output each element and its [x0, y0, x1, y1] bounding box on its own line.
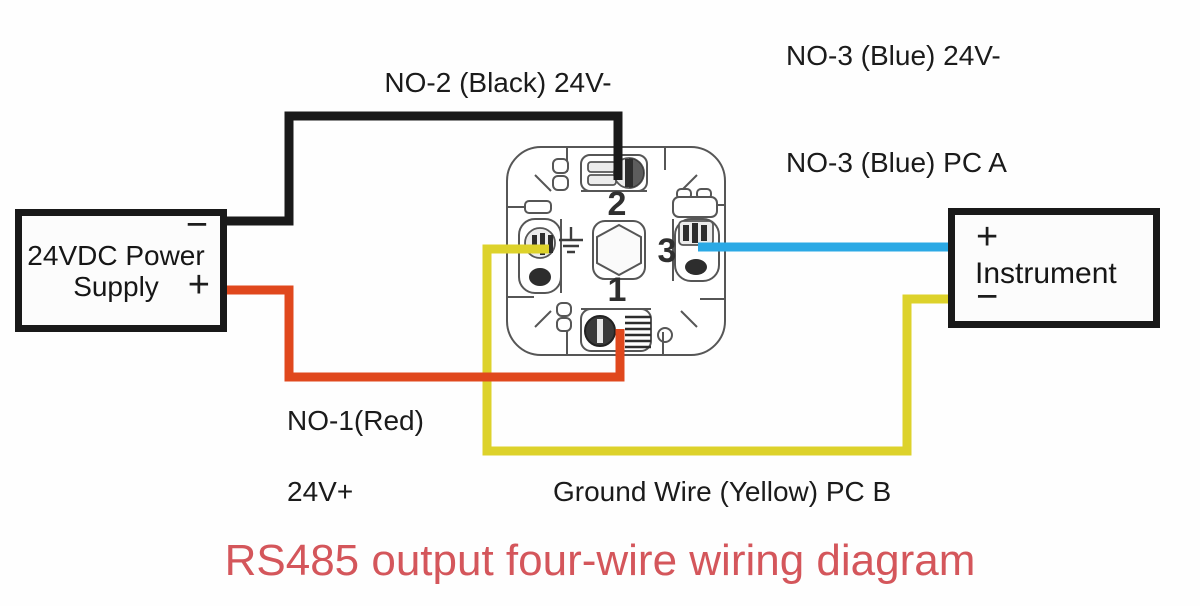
pin-3-label: 3	[658, 232, 677, 270]
wire-black-24v-minus	[219, 111, 623, 226]
power-supply-box: 24VDC Power Supply − +	[15, 204, 227, 332]
pin-1-label: 1	[608, 271, 627, 309]
label-24v-plus: 24V+	[287, 476, 354, 507]
instrument-minus-terminal: −	[976, 276, 999, 318]
pin-2-label: 2	[608, 185, 627, 223]
power-supply-label-line2: Supply	[73, 271, 159, 302]
wire-yellow-ground	[482, 244, 952, 456]
power-supply-label-line1: 24VDC Power	[27, 240, 205, 271]
power-plus-terminal: +	[187, 264, 210, 306]
diagram-title: RS485 output four-wire wiring diagram	[224, 536, 976, 585]
label-no1-red: NO-1(Red)	[287, 405, 424, 436]
power-minus-terminal: −	[185, 204, 208, 246]
label-no3-blue-pca: NO-3 (Blue) PC A	[786, 147, 1007, 178]
connector-hex-nut	[592, 220, 646, 280]
instrument-label: Instrument	[975, 257, 1117, 290]
ground-icon	[559, 227, 583, 254]
wire-red-24v-plus	[219, 285, 625, 382]
label-ground-wire: Ground Wire (Yellow) PC B	[553, 476, 892, 507]
connector-terminal-right	[672, 188, 720, 282]
label-no2-black: NO-2 (Black) 24V-	[384, 67, 612, 98]
instrument-plus-terminal: +	[976, 216, 999, 258]
power-supply-label: 24VDC Power Supply	[26, 240, 206, 302]
instrument-box: + Instrument −	[948, 208, 1160, 328]
label-no3-blue-24v: NO-3 (Blue) 24V-	[786, 40, 1001, 71]
